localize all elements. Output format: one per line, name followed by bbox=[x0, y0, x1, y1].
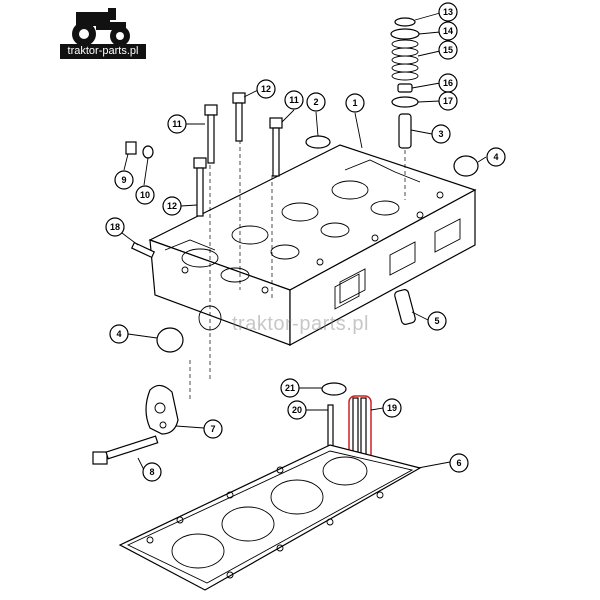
callout-17: 17 bbox=[438, 91, 458, 111]
svg-text:14: 14 bbox=[443, 26, 453, 36]
callout-20: 20 bbox=[287, 400, 307, 420]
svg-text:8: 8 bbox=[149, 467, 154, 477]
svg-text:11: 11 bbox=[172, 119, 182, 129]
callout-12-lower: 12 bbox=[162, 196, 182, 216]
callout-18: 18 bbox=[105, 217, 125, 237]
svg-text:4: 4 bbox=[116, 329, 121, 339]
fitting bbox=[125, 141, 137, 155]
stud bbox=[130, 241, 156, 259]
svg-text:11: 11 bbox=[289, 95, 299, 105]
callout-21: 21 bbox=[280, 378, 300, 398]
outlet-gasket bbox=[145, 384, 179, 435]
svg-text:1: 1 bbox=[352, 98, 357, 108]
callout-14: 14 bbox=[438, 21, 458, 41]
svg-text:6: 6 bbox=[456, 458, 461, 468]
svg-text:13: 13 bbox=[443, 7, 453, 17]
callouts: 13 14 15 16 17 12 11 2 1 3 11 4 9 10 12 … bbox=[105, 2, 506, 482]
callout-4-right: 4 bbox=[486, 147, 506, 167]
callout-2: 2 bbox=[306, 92, 326, 112]
svg-text:20: 20 bbox=[292, 405, 302, 415]
callout-8: 8 bbox=[142, 462, 162, 482]
svg-text:17: 17 bbox=[443, 96, 453, 106]
svg-text:2: 2 bbox=[313, 97, 318, 107]
svg-text:3: 3 bbox=[438, 129, 443, 139]
svg-text:12: 12 bbox=[167, 201, 177, 211]
cylinder-head bbox=[148, 144, 477, 347]
callout-12-top: 12 bbox=[256, 79, 276, 99]
watermark: traktor-parts.pl bbox=[232, 313, 369, 335]
long-bolt bbox=[92, 435, 159, 465]
svg-text:5: 5 bbox=[434, 316, 439, 326]
svg-text:12: 12 bbox=[261, 84, 271, 94]
callout-15: 15 bbox=[438, 40, 458, 60]
callout-1: 1 bbox=[345, 93, 365, 113]
callout-13: 13 bbox=[438, 2, 458, 22]
callout-9: 9 bbox=[114, 170, 134, 190]
logo bbox=[62, 8, 146, 62]
head-bolts bbox=[193, 92, 283, 217]
svg-text:4: 4 bbox=[493, 152, 498, 162]
svg-text:18: 18 bbox=[110, 222, 120, 232]
callout-7: 7 bbox=[203, 419, 223, 439]
svg-text:16: 16 bbox=[443, 78, 453, 88]
callout-5: 5 bbox=[427, 311, 447, 331]
svg-text:9: 9 bbox=[121, 175, 126, 185]
washer bbox=[142, 145, 154, 159]
expansion-plug-left bbox=[156, 327, 184, 353]
svg-text:21: 21 bbox=[285, 383, 295, 393]
callout-3: 3 bbox=[431, 124, 451, 144]
callout-19: 19 bbox=[382, 398, 402, 418]
injector-sleeve bbox=[394, 289, 416, 325]
tractor-icon bbox=[72, 8, 130, 46]
leader-lines bbox=[121, 12, 487, 471]
svg-text:7: 7 bbox=[210, 424, 215, 434]
callout-11-right: 11 bbox=[284, 90, 304, 110]
head-gasket bbox=[118, 444, 422, 591]
svg-text:15: 15 bbox=[443, 45, 453, 55]
expansion-plug-right bbox=[453, 155, 479, 177]
svg-text:10: 10 bbox=[140, 190, 150, 200]
logo-text: traktor-parts.pl bbox=[60, 44, 146, 59]
callout-4-left: 4 bbox=[109, 324, 129, 344]
callout-16: 16 bbox=[438, 73, 458, 93]
valve-spring-assembly bbox=[390, 17, 420, 149]
callout-11-left: 11 bbox=[167, 114, 187, 134]
svg-text:19: 19 bbox=[387, 403, 397, 413]
core-plug bbox=[305, 135, 331, 149]
callout-6: 6 bbox=[449, 453, 469, 473]
callout-10: 10 bbox=[135, 185, 155, 205]
